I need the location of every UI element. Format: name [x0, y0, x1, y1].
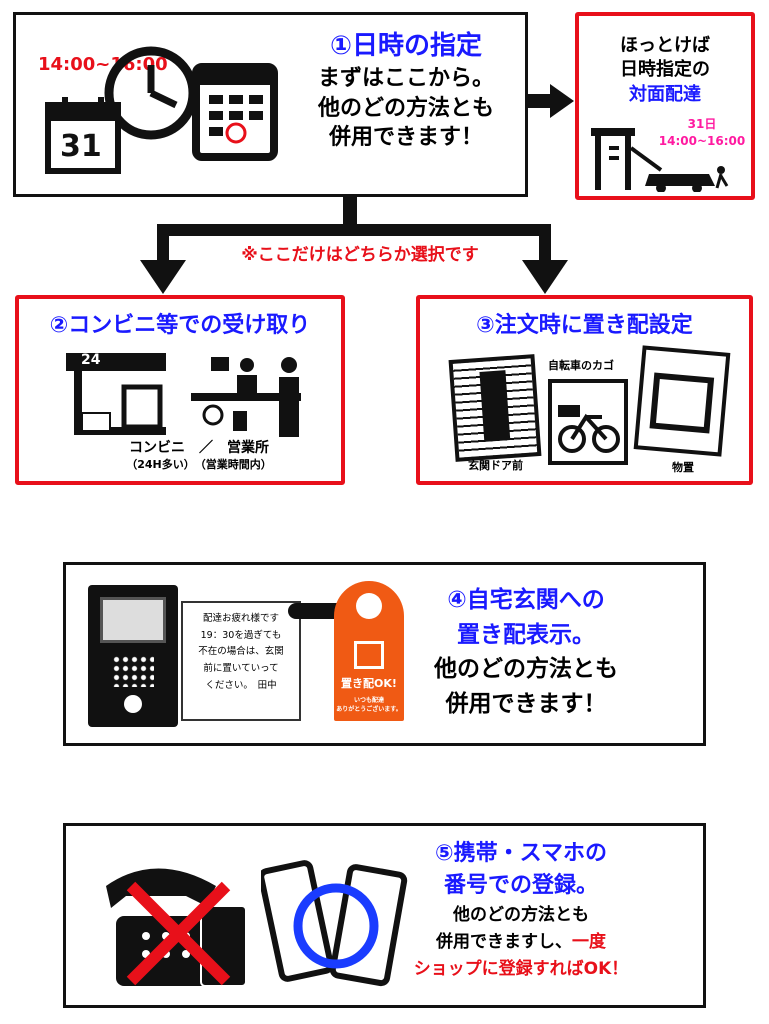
step5-line-part: 併用できますし、 — [436, 931, 572, 952]
step4-line: 併用できます！ — [445, 690, 607, 717]
convenience-store-icon — [66, 353, 166, 435]
tag-small: ありがとうございます。 — [336, 706, 402, 713]
step5-line: 他のどの方法とも — [453, 904, 589, 925]
step1-line: 他のどの方法とも — [317, 95, 494, 121]
step3-box: ③注文時に置き配設定 玄関ドア前 自転車のカゴ 物置 — [416, 295, 753, 485]
calendar-day: 31 — [60, 129, 102, 164]
step1-title: ①日時の指定 — [329, 31, 482, 61]
side-line: ほっとけば — [620, 35, 710, 56]
note-line: 配達お疲れ様です — [202, 613, 279, 624]
step4-box: 配達お疲れ様です 19：30を過ぎても 不在の場合は、玄関 前に置いていって く… — [63, 562, 706, 746]
step1-line: まずはここから。 — [317, 66, 494, 92]
step4-line: 他のどの方法とも — [434, 656, 618, 682]
step2-box: ②コンビニ等での受け取り 24 コンビニ ／ 営業所 （24H多い） （営業時間… — [15, 295, 345, 485]
landline-phone-crossed-icon — [106, 868, 247, 987]
step5-title: ⑤携帯・スマホの — [435, 841, 607, 866]
store-sign: 24 — [81, 352, 101, 368]
note-line: 不在の場合は、玄関 — [198, 646, 284, 658]
photo-bicycle — [548, 379, 628, 465]
step5-text: ⑤携帯・スマホの 番号での登録。 他のどの方法とも 併用できますし、一度 ショッ… — [396, 838, 646, 983]
branch-arrows — [140, 196, 568, 294]
schedule-calendar-icon — [192, 63, 278, 161]
step5-line-red: 一度 — [572, 931, 606, 952]
step1-text: ①日時の指定 まずはここから。 他のどの方法とも 併用できます！ — [286, 29, 526, 153]
side-date: 31日 — [687, 117, 717, 131]
side-time: 14:00~16:00 — [658, 133, 746, 148]
tag-label: 置き配OK! — [341, 677, 397, 690]
mobile-phone-ok-icon — [261, 860, 408, 987]
label-door: 玄関ドア前 — [468, 459, 523, 472]
step4-title: ④自宅玄関への — [447, 587, 605, 613]
side-highlight: 対面配達 — [629, 83, 701, 105]
calendar-icon — [45, 97, 121, 174]
step4-text: ④自宅玄関への 置き配表示。 他のどの方法とも 併用できます！ — [411, 583, 641, 721]
arrow-right-icon — [528, 84, 574, 118]
face-to-face-box: ほっとけば 日時指定の 対面配達 31日 14:00~16:00 — [575, 12, 755, 200]
intercom-icon — [88, 585, 178, 727]
side-text: ほっとけば 日時指定の 対面配達 — [579, 34, 751, 107]
step2-title: ②コンビニ等での受け取り — [49, 313, 311, 338]
step5-line-red: ショップに登録すればOK！ — [413, 959, 629, 980]
photo-door — [448, 354, 542, 462]
step3-title: ③注文時に置き配設定 — [476, 313, 693, 338]
door-hanger-tag: 置き配OK! いつも配達 ありがとうございます。 — [334, 581, 404, 721]
label-shed: 物置 — [672, 461, 694, 474]
service-counter-icon — [191, 357, 301, 437]
photo-shed — [633, 345, 731, 457]
house-delivery-icon — [591, 128, 729, 192]
tag-small: いつも配達 — [353, 697, 384, 704]
step1-box: 14:00~16:00 31 ①日時の指定 まずはここから。 他のどの方法とも … — [13, 12, 528, 197]
step5-title: 番号での登録。 — [443, 872, 598, 898]
note-line: ください。 田中 — [205, 679, 277, 691]
side-datetime: 31日 14:00~16:00 — [657, 116, 747, 150]
side-line: 日時指定の — [620, 59, 710, 81]
time-label: 14:00~16:00 — [38, 54, 168, 75]
step5-box: ⑤携帯・スマホの 番号での登録。 他のどの方法とも 併用できますし、一度 ショッ… — [63, 823, 706, 1008]
step2-caption: （24H多い） （営業時間内） — [126, 457, 272, 471]
memo-note: 配達お疲れ様です 19：30を過ぎても 不在の場合は、玄関 前に置いていって く… — [181, 601, 301, 721]
step1-line: 併用できます！ — [328, 125, 483, 151]
step5-line: 併用できますし、一度 — [396, 929, 646, 956]
step2-caption: コンビニ ／ 営業所 — [129, 440, 269, 456]
choice-note: ※ここだけはどちらか選択です — [241, 245, 479, 265]
note-line: 前に置いていって — [203, 662, 279, 674]
note-line: 19：30を過ぎても — [200, 629, 282, 641]
step4-line: 置き配表示。 — [457, 621, 595, 648]
label-bicycle-basket: 自転車のカゴ — [548, 359, 614, 372]
step2-captions: コンビニ ／ 営業所 （24H多い） （営業時間内） — [79, 439, 319, 473]
